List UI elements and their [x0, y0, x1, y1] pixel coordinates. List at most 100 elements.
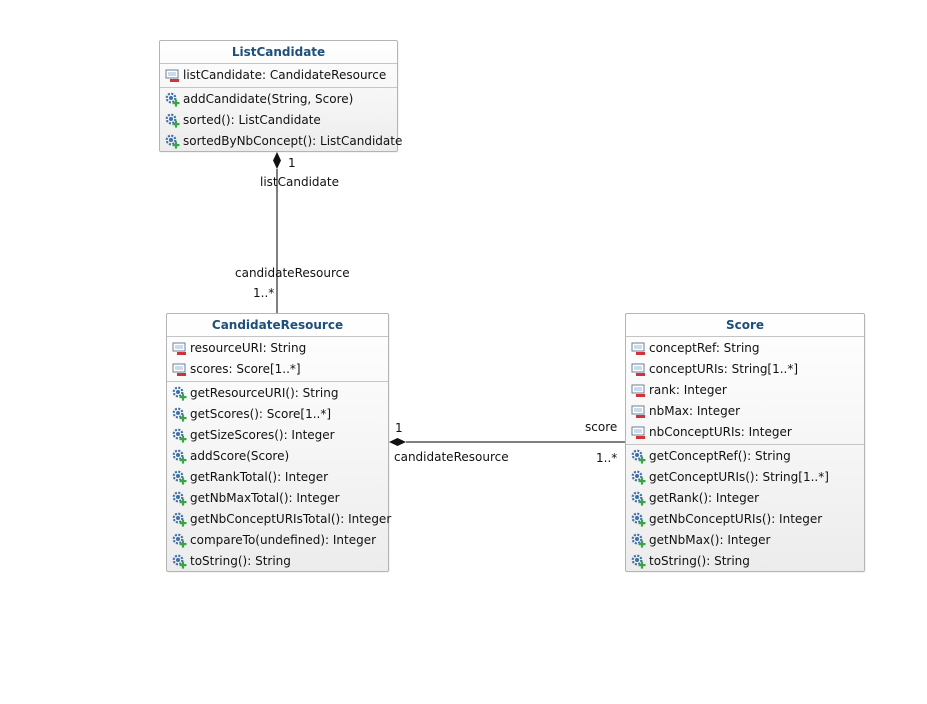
operation-row[interactable]: getNbConceptURIs(): Integer	[626, 509, 864, 530]
attribute-label: rank: Integer	[649, 383, 727, 397]
public-operation-icon	[172, 386, 187, 401]
operation-row[interactable]: toString(): String	[167, 551, 388, 572]
attributes-compartment: listCandidate: CandidateResource	[160, 64, 397, 88]
private-attribute-icon	[631, 426, 645, 439]
attributes-compartment: conceptRef: String conceptURIs: String[1.…	[626, 337, 864, 445]
class-box-listcandidate[interactable]: ListCandidate listCandidate: CandidateRe…	[159, 40, 402, 153]
public-operation-icon	[172, 428, 187, 443]
operation-row[interactable]: getResourceURI(): String	[167, 383, 388, 404]
operation-row[interactable]: getScores(): Score[1..*]	[167, 404, 388, 425]
private-attribute-icon	[631, 342, 645, 355]
class-name: CandidateResource	[167, 314, 388, 337]
private-attribute-icon	[631, 384, 645, 397]
public-operation-icon	[631, 533, 646, 548]
operation-label: getNbMaxTotal(): Integer	[190, 491, 340, 505]
private-attribute-icon	[165, 69, 179, 82]
class-name: ListCandidate	[160, 41, 397, 64]
operation-label: getRankTotal(): Integer	[190, 470, 329, 484]
operation-row[interactable]: getConceptRef(): String	[626, 446, 864, 467]
operation-label: getResourceURI(): String	[190, 386, 339, 400]
private-attribute-icon	[631, 405, 645, 418]
public-operation-icon	[172, 491, 187, 506]
operations-compartment: getConceptRef(): String getConceptURIs():…	[626, 445, 864, 573]
public-operation-icon	[172, 554, 187, 569]
public-operation-icon	[631, 554, 646, 569]
composition-diamond-icon	[273, 152, 281, 169]
operation-label: addCandidate(String, Score)	[183, 92, 354, 106]
operation-row[interactable]: getSizeScores(): Integer	[167, 425, 388, 446]
public-operation-icon	[172, 533, 187, 548]
operation-label: sortedByNbConcept(): ListCandidate	[183, 134, 403, 148]
private-attribute-icon	[631, 363, 645, 376]
operation-row[interactable]: addCandidate(String, Score)	[160, 89, 397, 110]
public-operation-icon	[172, 512, 187, 527]
multiplicity-label: 1	[395, 421, 403, 435]
multiplicity-label: 1	[288, 156, 296, 170]
attribute-row[interactable]: rank: Integer	[626, 380, 864, 401]
operation-row[interactable]: getRank(): Integer	[626, 488, 864, 509]
operation-row[interactable]: sorted(): ListCandidate	[160, 110, 397, 131]
operation-label: addScore(Score)	[190, 449, 290, 463]
operation-label: getNbConceptURIsTotal(): Integer	[190, 512, 392, 526]
private-attribute-icon	[172, 342, 186, 355]
attribute-label: scores: Score[1..*]	[190, 362, 301, 376]
attribute-label: conceptRef: String	[649, 341, 760, 355]
attribute-row[interactable]: conceptURIs: String[1..*]	[626, 359, 864, 380]
operation-row[interactable]: getRankTotal(): Integer	[167, 467, 388, 488]
operation-label: getNbMax(): Integer	[649, 533, 771, 547]
attribute-label: nbMax: Integer	[649, 404, 741, 418]
public-operation-icon	[631, 470, 646, 485]
operation-label: compareTo(undefined): Integer	[190, 533, 377, 547]
operation-label: getNbConceptURIs(): Integer	[649, 512, 823, 526]
operation-label: toString(): String	[190, 554, 291, 568]
operation-row[interactable]: getConceptURIs(): String[1..*]	[626, 467, 864, 488]
operation-row[interactable]: getNbMaxTotal(): Integer	[167, 488, 388, 509]
attribute-row[interactable]: listCandidate: CandidateResource	[160, 65, 397, 86]
operation-label: getConceptRef(): String	[649, 449, 791, 463]
attribute-label: conceptURIs: String[1..*]	[649, 362, 799, 376]
attribute-row[interactable]: scores: Score[1..*]	[167, 359, 388, 380]
attribute-row[interactable]: resourceURI: String	[167, 338, 388, 359]
operation-label: getConceptURIs(): String[1..*]	[649, 470, 829, 484]
operation-label: getScores(): Score[1..*]	[190, 407, 332, 421]
composition-diamond-icon	[389, 438, 406, 446]
operations-compartment: addCandidate(String, Score) sorted(): Lis…	[160, 88, 402, 153]
operation-label: getRank(): Integer	[649, 491, 760, 505]
attribute-row[interactable]: nbConceptURIs: Integer	[626, 422, 864, 443]
operation-label: toString(): String	[649, 554, 750, 568]
attribute-label: nbConceptURIs: Integer	[649, 425, 792, 439]
attribute-label: listCandidate: CandidateResource	[183, 68, 387, 82]
multiplicity-label: 1..*	[596, 451, 618, 465]
public-operation-icon	[172, 470, 187, 485]
operation-row[interactable]: addScore(Score)	[167, 446, 388, 467]
operation-row[interactable]: compareTo(undefined): Integer	[167, 530, 388, 551]
public-operation-icon	[631, 512, 646, 527]
class-box-score[interactable]: Score conceptRef: String conceptURIs: Str…	[625, 313, 865, 572]
attribute-row[interactable]: nbMax: Integer	[626, 401, 864, 422]
class-box-candidateresource[interactable]: CandidateResource resourceURI: String sco…	[166, 313, 392, 573]
operation-row[interactable]: getNbMax(): Integer	[626, 530, 864, 551]
role-label: listCandidate	[260, 175, 339, 189]
operation-row[interactable]: getNbConceptURIsTotal(): Integer	[167, 509, 392, 530]
public-operation-icon	[165, 134, 180, 149]
attribute-label: resourceURI: String	[190, 341, 307, 355]
operation-label: sorted(): ListCandidate	[183, 113, 321, 127]
role-label: candidateResource	[235, 266, 350, 280]
operation-row[interactable]: sortedByNbConcept(): ListCandidate	[160, 131, 402, 152]
public-operation-icon	[172, 449, 187, 464]
operations-compartment: getResourceURI(): String getScores(): Sco…	[167, 382, 392, 573]
attribute-row[interactable]: conceptRef: String	[626, 338, 864, 359]
public-operation-icon	[165, 92, 180, 107]
private-attribute-icon	[172, 363, 186, 376]
public-operation-icon	[631, 449, 646, 464]
operation-label: getSizeScores(): Integer	[190, 428, 335, 442]
multiplicity-label: 1..*	[253, 286, 275, 300]
operation-row[interactable]: toString(): String	[626, 551, 864, 572]
class-name: Score	[626, 314, 864, 337]
public-operation-icon	[165, 113, 180, 128]
public-operation-icon	[172, 407, 187, 422]
attributes-compartment: resourceURI: String scores: Score[1..*]	[167, 337, 388, 382]
role-label: score	[585, 420, 618, 434]
